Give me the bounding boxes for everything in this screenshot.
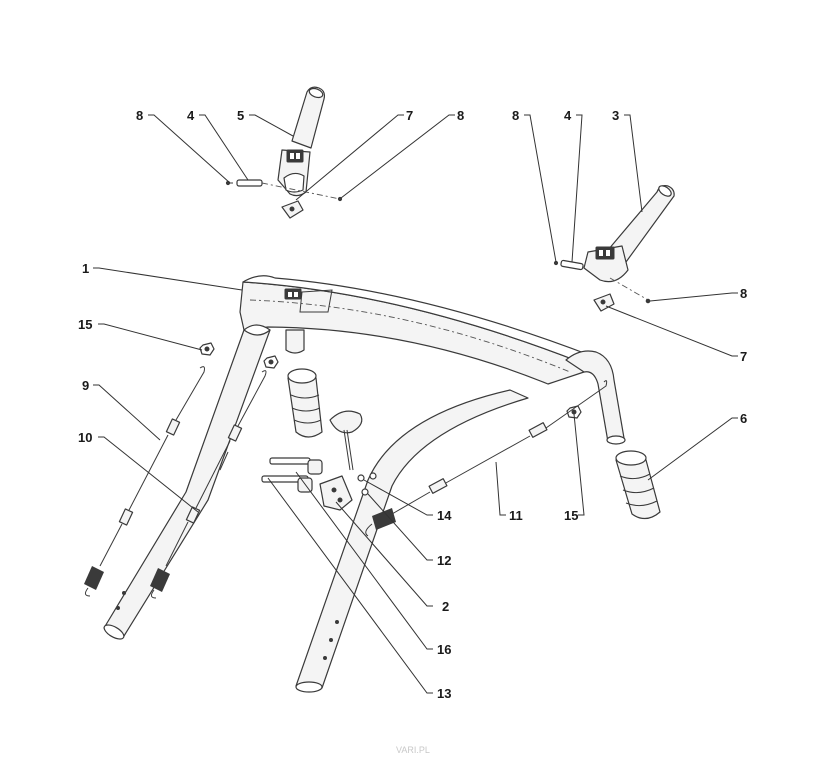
label-4-top-left: 4 [187, 108, 195, 123]
label-15-left: 15 [78, 317, 92, 332]
cable-10 [150, 370, 267, 599]
label-13: 13 [437, 686, 451, 701]
cable-9 [84, 366, 205, 597]
label-7-right: 7 [740, 349, 747, 364]
lever-knob [329, 410, 363, 471]
label-8-top-left: 8 [136, 108, 143, 123]
label-1: 1 [82, 261, 89, 276]
label-2: 2 [442, 599, 449, 614]
label-16: 16 [437, 642, 451, 657]
label-15-right: 15 [564, 508, 578, 523]
label-8-right: 8 [740, 286, 747, 301]
main-handle-frame [103, 275, 626, 693]
nut-15-left [199, 342, 215, 356]
label-6: 6 [740, 411, 747, 426]
lever-bracket [319, 475, 353, 511]
label-4-top-right: 4 [564, 108, 572, 123]
handle-grip-right-assembly [583, 185, 675, 283]
grip-right [615, 450, 661, 520]
grip-left [287, 368, 323, 438]
cable-11 [365, 380, 608, 537]
pin-right [553, 259, 584, 271]
part-labels: 8 4 5 7 8 8 4 3 8 7 1 15 9 10 6 14 11 15… [78, 108, 747, 701]
spacer-bolts [261, 457, 377, 496]
label-7-top-left: 7 [406, 108, 413, 123]
label-12: 12 [437, 553, 451, 568]
label-10: 10 [78, 430, 92, 445]
label-8-top-mid: 8 [457, 108, 464, 123]
label-8-top-right: 8 [512, 108, 519, 123]
pin-left [225, 179, 263, 187]
label-5: 5 [237, 108, 244, 123]
label-14: 14 [437, 508, 452, 523]
knob-left [281, 200, 304, 219]
label-9: 9 [82, 378, 89, 393]
label-11: 11 [509, 508, 523, 523]
watermark: VARI.PL [396, 745, 430, 755]
knob-right [593, 293, 615, 312]
leader-lines [93, 114, 738, 694]
label-3: 3 [612, 108, 619, 123]
nut-15-center [263, 355, 279, 369]
handle-grip-left-assembly [277, 86, 326, 197]
